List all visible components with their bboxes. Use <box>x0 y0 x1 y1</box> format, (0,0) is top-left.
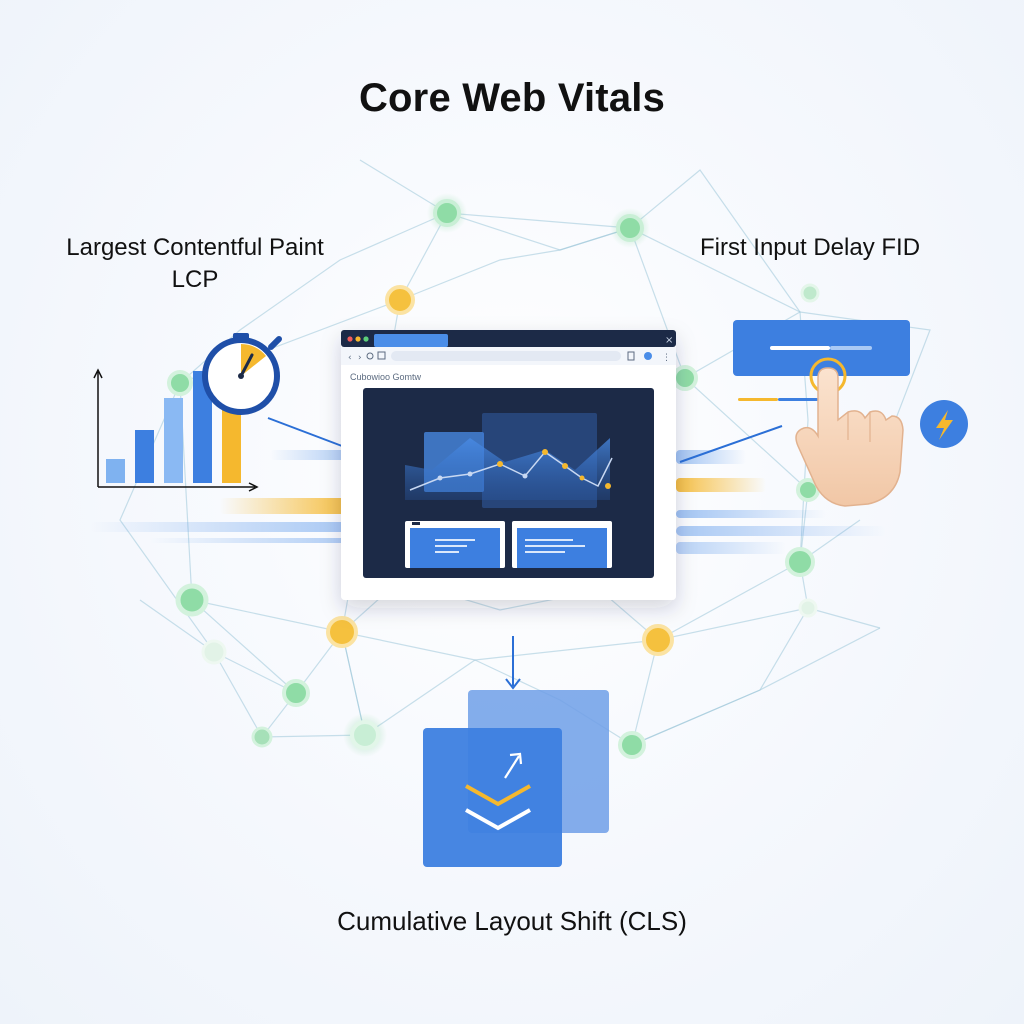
page-title: Core Web Vitals <box>358 76 666 120</box>
lightning-icon <box>920 400 968 448</box>
profile-icon <box>644 352 652 360</box>
node-yellow <box>385 285 415 315</box>
content-card-right <box>512 521 612 568</box>
node-green <box>201 639 227 665</box>
node-green <box>610 208 650 248</box>
node-green <box>427 193 467 233</box>
menu-icon: ⋮ <box>662 353 671 363</box>
node-green <box>800 283 820 303</box>
lcp-label-text: Largest Contentful Paint <box>66 234 324 261</box>
forward-icon: › <box>358 353 362 363</box>
node-green <box>618 731 646 759</box>
fid-illustration <box>733 320 968 507</box>
lcp-bar <box>135 430 154 483</box>
line-chart <box>409 450 613 491</box>
window-max-dot <box>363 336 369 342</box>
browser-details: × ‹ › ⋮ Cubowioo Gomtw <box>341 330 676 578</box>
node-green <box>785 547 815 577</box>
address-bar <box>391 351 621 361</box>
arrow-up-right-icon <box>504 752 523 779</box>
node-green <box>167 370 193 396</box>
cls-illustration <box>423 636 609 867</box>
content-label: Cubowioo Gomtw <box>350 372 422 382</box>
lcp-abbr: LCP <box>171 266 219 293</box>
window-min-dot <box>355 336 361 342</box>
bar-chart-icon <box>93 368 259 492</box>
chart-points <box>437 449 611 489</box>
lcp-bar <box>193 371 212 483</box>
node-green <box>343 713 387 757</box>
speed-streaks <box>90 417 886 554</box>
browser-tab <box>374 334 448 347</box>
node-yellow <box>642 624 674 656</box>
cls-label: Cumulative Layout Shift (CLS) <box>337 906 687 936</box>
node-green <box>282 679 310 707</box>
node-green <box>798 598 818 618</box>
lcp-label: Largest Contentful Paint LCP <box>40 232 350 296</box>
node-green <box>175 583 209 617</box>
pointer-hand-icon <box>795 367 904 507</box>
fid-label: First Input Delay FID <box>699 234 921 261</box>
shifted-block-front <box>423 728 562 867</box>
window-close-dot <box>347 336 353 342</box>
reload-icon <box>366 352 374 360</box>
home-icon <box>377 351 386 360</box>
node-green <box>672 365 698 391</box>
stopwatch-icon <box>202 333 282 415</box>
close-icon: × <box>665 335 673 346</box>
lcp-bar <box>222 410 241 483</box>
bookmark-icon <box>627 351 635 361</box>
lcp-illustration <box>93 333 282 492</box>
chevron-down-icon <box>465 784 531 831</box>
network-nodes <box>167 193 820 759</box>
lcp-bar <box>106 459 125 483</box>
back-icon: ‹ <box>348 353 352 363</box>
area-chart <box>405 438 610 500</box>
node-yellow <box>326 616 358 648</box>
content-card-left <box>405 521 505 568</box>
node-green <box>251 726 273 748</box>
lcp-bar <box>164 398 183 483</box>
